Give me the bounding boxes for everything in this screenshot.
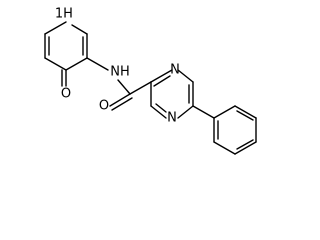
amide-linker <box>86 57 152 111</box>
bond <box>86 57 109 71</box>
bond <box>192 105 215 119</box>
bond <box>234 105 257 119</box>
atom-label-nh-amide: NH <box>110 65 130 80</box>
atom-label-o-amide: O <box>99 99 109 114</box>
bond <box>111 97 133 111</box>
atom-label-n-pyr-top: N <box>170 63 180 78</box>
bond <box>117 79 131 95</box>
bond <box>213 141 236 155</box>
pyrimidine-ring <box>150 69 194 119</box>
bond <box>213 105 236 119</box>
atom-label-nh-ring-h: 1 <box>55 7 63 22</box>
phenyl-ring <box>192 105 257 155</box>
bond <box>236 110 254 121</box>
atom-label-nh-ring-h2: H <box>63 7 73 22</box>
bond <box>65 57 88 71</box>
bond <box>153 75 171 87</box>
chemical-structure-diagram: 1 H N O NH O N N <box>44 7 257 155</box>
bond <box>44 57 67 71</box>
bond <box>150 69 173 83</box>
bond <box>44 21 67 35</box>
bond <box>109 93 131 107</box>
bond <box>177 69 194 83</box>
bond <box>150 105 167 119</box>
bond <box>129 81 152 95</box>
bond <box>234 141 257 155</box>
bond <box>71 24 88 35</box>
atom-labels: 1 H N O NH O N N <box>55 7 180 126</box>
atom-label-o-keto: O <box>61 87 71 102</box>
atom-label-n-pyr-bottom: N <box>167 111 177 126</box>
bond <box>155 103 167 113</box>
bond <box>236 139 254 150</box>
pyridinone-ring <box>44 21 88 87</box>
bond <box>177 105 194 119</box>
